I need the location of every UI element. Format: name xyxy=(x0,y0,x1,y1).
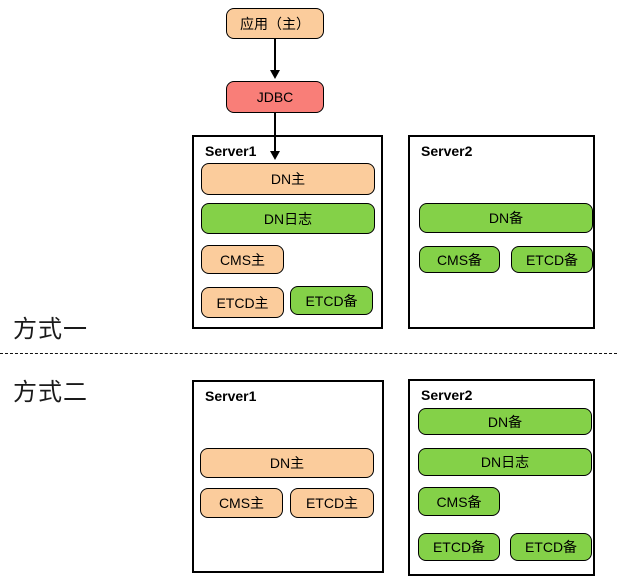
method1-server2-dn-standby: DN备 xyxy=(419,203,593,233)
method1-server1-dn-log: DN日志 xyxy=(201,203,375,234)
section-divider xyxy=(0,353,617,354)
method2-server1-dn-primary: DN主 xyxy=(200,448,374,478)
method2-server2-cms-standby: CMS备 xyxy=(418,487,500,516)
node-label: ETCD备 xyxy=(305,292,358,309)
method2-label: 方式二 xyxy=(13,379,88,406)
jdbc-label: JDBC xyxy=(256,89,294,105)
method2-server1-title: Server1 xyxy=(205,388,257,404)
arrow-jdbc-to-server1-line xyxy=(274,113,276,151)
method1-server2-title: Server2 xyxy=(421,143,473,159)
node-label: CMS备 xyxy=(436,251,483,268)
arrow-jdbc-to-server1-head xyxy=(270,151,280,160)
node-label: DN备 xyxy=(487,413,523,430)
method2-server2-etcd-standby-2: ETCD备 xyxy=(510,533,592,561)
method1-server1-dn-primary: DN主 xyxy=(201,163,375,195)
method2-server2-title: Server2 xyxy=(421,387,473,403)
node-label: CMS主 xyxy=(219,251,266,268)
node-label: DN日志 xyxy=(480,454,530,470)
node-label: CMS主 xyxy=(218,495,265,511)
method1-server1-etcd-primary: ETCD主 xyxy=(201,287,284,318)
method1-label: 方式一 xyxy=(13,316,88,343)
method1-server1-etcd-standby: ETCD备 xyxy=(290,286,373,315)
method2-server2-etcd-standby-1: ETCD备 xyxy=(418,533,500,561)
node-label: ETCD备 xyxy=(525,251,579,268)
node-label: DN主 xyxy=(270,171,306,187)
arrow-app-to-jdbc-head xyxy=(270,70,280,79)
method1-server1-cms-primary: CMS主 xyxy=(201,245,284,274)
node-label: DN日志 xyxy=(263,210,313,227)
node-label: ETCD主 xyxy=(305,495,359,511)
method2-server1-cms-primary: CMS主 xyxy=(200,488,283,518)
node-label: ETCD备 xyxy=(524,539,578,555)
app-main-label: 应用（主） xyxy=(240,15,310,32)
method2-server2-dn-log: DN日志 xyxy=(418,448,592,476)
app-main-box: 应用（主） xyxy=(226,8,324,39)
method1-server2-etcd-standby: ETCD备 xyxy=(511,246,593,273)
node-label: DN备 xyxy=(488,210,524,226)
node-label: ETCD主 xyxy=(216,294,269,311)
method2-server1-etcd-primary: ETCD主 xyxy=(290,488,374,518)
node-label: CMS备 xyxy=(436,493,482,510)
method1-server2-cms-standby: CMS备 xyxy=(419,246,500,273)
method1-server1-title: Server1 xyxy=(205,143,257,159)
arrow-app-to-jdbc-line xyxy=(274,39,276,71)
node-label: ETCD备 xyxy=(432,539,486,555)
node-label: DN主 xyxy=(269,455,305,471)
jdbc-box: JDBC xyxy=(226,81,324,113)
method2-server2-dn-standby: DN备 xyxy=(418,408,592,435)
